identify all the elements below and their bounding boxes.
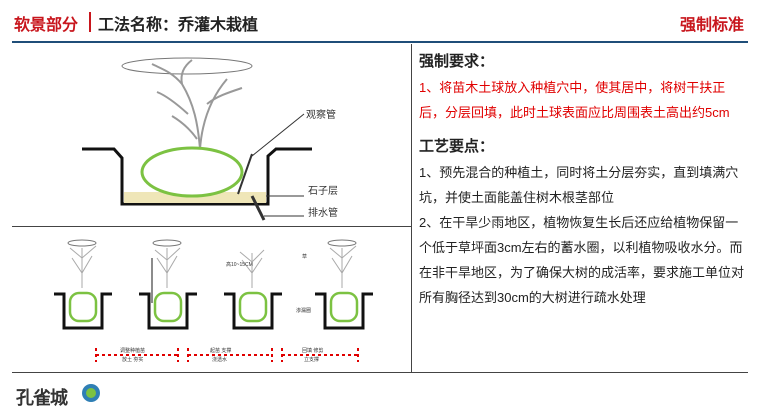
step-caption-1a: 调整种植苗: [120, 347, 145, 354]
page-title: 工法名称：乔灌木栽植: [98, 17, 259, 34]
gravel-layer: [124, 192, 266, 203]
header-bar: 软景部分 工法名称：乔灌木栽植 强制标准: [0, 0, 760, 40]
logo: 孔雀城: [16, 388, 68, 408]
diagram-divider: [12, 226, 411, 227]
label-observe-pipe: 观察管: [306, 108, 336, 121]
header-divider: [89, 12, 91, 32]
sapling-sketches: [69, 245, 357, 288]
header-rule: [12, 41, 748, 43]
label-gravel-layer: 石子层: [308, 185, 338, 197]
process-heading: 工艺要点：: [419, 138, 495, 155]
callout-seep-ring: 渗漏圈: [296, 307, 311, 314]
step-caption-3b: 立支撑: [304, 356, 319, 363]
planting-steps-diagram: 高10~15CM 草 渗漏圈 调整种植苗 放土 夯实 起苗 支撑 浇透水 回填 …: [54, 239, 373, 363]
step-caption-2b: 浇透水: [212, 356, 227, 363]
callout-height: 高10~15CM: [226, 261, 253, 268]
step-pits: [54, 292, 373, 330]
pit-outline: [82, 147, 312, 206]
mandatory-text: 1、将苗木土球放入种植穴中，使其居中，将树干扶正后，分层回填，此时土球表面应比周…: [419, 80, 730, 120]
crown-ellipses: [67, 239, 357, 247]
drain-pipe: [250, 195, 266, 221]
text-panel: 强制要求： 1、将苗木土球放入种植穴中，使其居中，将树干扶正后，分层回填，此时土…: [419, 48, 751, 310]
step-caption-3a: 回填 修剪: [302, 347, 323, 354]
observe-pipe: [237, 153, 253, 195]
process-item-1: 1、预先混合的种植土，同时将土分层夯实，直到填满穴坑，并使土面能盖住树木根茎部位: [419, 165, 739, 205]
category-label: 软景部分: [14, 17, 79, 34]
callout-grass: 草: [302, 253, 307, 260]
step-caption-1b: 放土 夯实: [122, 356, 143, 363]
root-ball: [140, 146, 244, 198]
tree-branches: [151, 59, 243, 150]
planting-pit-diagram: 观察管 石子层 排水管: [82, 57, 338, 221]
label-drain-pipe: 排水管: [308, 206, 338, 219]
logo-mark-dot-icon: [86, 388, 96, 398]
step-caption-2a: 起苗 支撑: [210, 347, 231, 354]
step-dividers: [95, 348, 359, 362]
mandatory-heading: 强制要求：: [419, 53, 495, 70]
standard-badge: 强制标准: [679, 17, 744, 34]
step-root-balls: [68, 291, 359, 323]
vertical-divider: [411, 44, 412, 372]
footer-divider: [12, 372, 748, 373]
process-item-2: 2、在干旱少雨地区，植物恢复生长后还应给植物保留一个低于草坪面3cm左右的蓄水圈…: [419, 215, 745, 305]
crown-outline: [121, 57, 253, 75]
